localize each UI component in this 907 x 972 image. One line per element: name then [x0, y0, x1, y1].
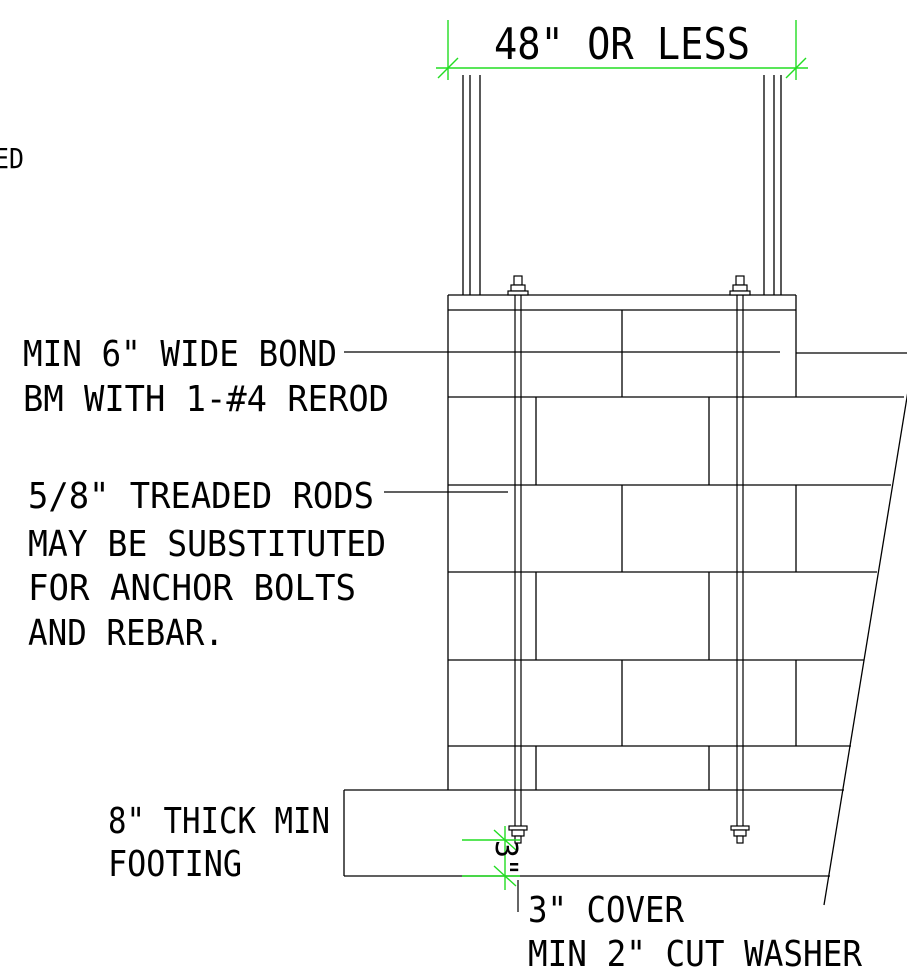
- wall-structure: [343, 75, 907, 906]
- dim-tick-right: [785, 57, 807, 79]
- bond-beam-label-line2: BM WITH 1-#4 REROD: [23, 379, 389, 420]
- right-rod-top-washer: [729, 290, 751, 296]
- right-rod-top-nut-lower: [732, 284, 748, 292]
- anchor-rods: [507, 275, 751, 844]
- footing-label-line1: 8" THICK MIN: [108, 801, 330, 842]
- right-rod-bottom-nut: [733, 829, 747, 837]
- threaded-rods-label-line4: AND REBAR.: [28, 613, 224, 654]
- threaded-rods-label-line1: 5/8" TREADED RODS: [28, 476, 374, 517]
- threaded-rods-label-line2: MAY BE SUBSTITUTED: [28, 524, 386, 565]
- cover-dim-tick-top: [493, 829, 517, 851]
- threaded-rods-label-line3: FOR ANCHOR BOLTS: [28, 568, 356, 609]
- cover-label-line2: MIN 2" CUT WASHER: [528, 934, 862, 972]
- cover-dimension: 3": [488, 840, 523, 876]
- footing-label-line2: FOOTING: [108, 844, 242, 885]
- right-rod-bottom-tip: [736, 835, 744, 844]
- left-rod-bottom-nut: [511, 829, 525, 837]
- left-rod-top-nut-lower: [510, 284, 526, 292]
- left-rod-top-nut: [513, 275, 523, 286]
- bond-beam-label-line1: MIN 6" WIDE BOND: [23, 334, 337, 375]
- leader-lines: [344, 351, 780, 912]
- dimension-lines: [436, 20, 808, 890]
- right-rod-top-nut: [735, 275, 745, 286]
- top-width-dimension: 48" OR LESS: [494, 19, 750, 70]
- cover-dim-tick-bottom: [493, 865, 517, 887]
- dim-tick-left: [437, 57, 459, 79]
- cutoff-fragment-text: ED: [0, 142, 24, 175]
- left-rod-top-washer: [507, 290, 529, 296]
- grade-slope-line: [823, 393, 907, 906]
- cover-label-line1: 3" COVER: [528, 890, 684, 931]
